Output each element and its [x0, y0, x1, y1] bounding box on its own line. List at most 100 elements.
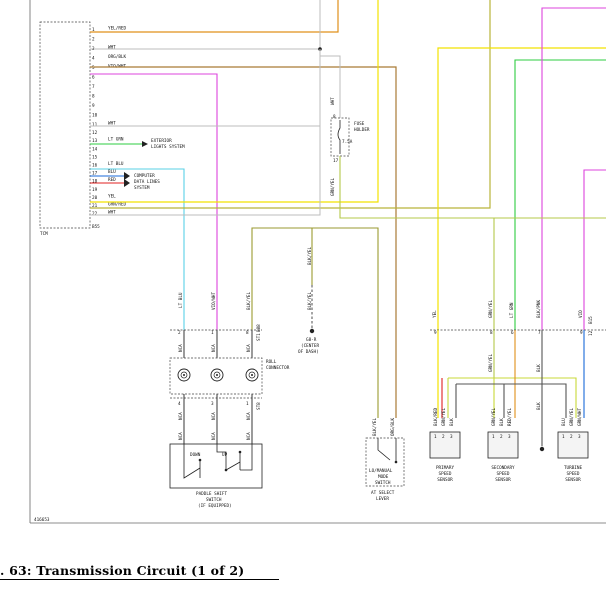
fuse-rating: 7.5A [342, 139, 353, 145]
harness-label-blk-1: BLK [536, 364, 542, 372]
sensor-pin-4: 7 [538, 330, 541, 336]
switch-nca-1: NCA [178, 432, 184, 440]
roll-coil-2 [210, 368, 224, 382]
fuse-element [337, 120, 341, 154]
sensor-3-wire-1: BLU [561, 418, 567, 426]
fuse-label-1: FUSE [354, 121, 365, 127]
roll-nca-bot-2: NCA [211, 412, 217, 420]
sensor-2-label-1: SECONDARY [491, 465, 515, 471]
sensor-top-wire-5: VIO [578, 310, 584, 318]
tcm-pin-20: 20 [92, 195, 98, 201]
sensor-3-label-2: SPEED [567, 471, 580, 477]
paddle-contact-3 [238, 450, 242, 454]
tcm-pin-5: 5 [92, 65, 95, 71]
wire-right-yel [437, 47, 606, 330]
tcm-pin-7: 7 [92, 84, 95, 90]
paddle-label-1: PADDLE SHIFT [196, 491, 227, 497]
tcm-wire-label-4: ORG/BLK [108, 54, 127, 60]
harness-blk-bus [455, 383, 567, 418]
paddle-contact-2 [224, 468, 228, 472]
roll-nca-top-3: NCA [246, 344, 252, 352]
figure-id: 416653 [34, 517, 50, 523]
tcm-pin-1: 1 [92, 27, 95, 33]
speed-sensor-2 [487, 431, 519, 459]
computer-data-1: COMPUTER [134, 173, 155, 179]
wire-org-blk [90, 66, 397, 418]
roll-conn-top: B88 [256, 324, 262, 332]
sensor-1-wire-2: GRN/YEL [441, 407, 447, 426]
sensor-top-wire-4: BLK/PNK [536, 299, 542, 318]
tcm-wire-label-21: GRN/RED [108, 202, 127, 208]
harness-label-blk-2: BLK [536, 402, 542, 410]
sensor-3-pin-3: 3 [578, 434, 581, 440]
tcm-pin-21: 21 [92, 203, 98, 209]
sensor-1-label-3: SENSOR [437, 477, 453, 483]
roll-stubs-top [183, 330, 253, 358]
switch-nca-2: NCA [211, 432, 217, 440]
mode-contact-dot [394, 460, 398, 464]
roll-wire-2: VIO/WHT [211, 291, 217, 310]
roll-coil-3 [245, 368, 259, 382]
sensor-3-pin-2: 2 [570, 434, 573, 440]
fuse-label-2: HOLDER [354, 127, 370, 133]
computer-data-2: DATA LINES [134, 179, 160, 185]
sensor-3-pin-1: 1 [562, 434, 565, 440]
sensor-pin-2: 8 [490, 330, 493, 336]
roll-pin-bot-2: 3 [211, 401, 214, 407]
roll-nca-top-2: NCA [211, 344, 217, 352]
sensor-2-pin-3: 3 [508, 434, 511, 440]
wire-right-vio [541, 7, 606, 330]
arrow-data-lines [124, 172, 130, 180]
fuse-wire-bottom: GRN/YEL [330, 177, 336, 196]
wire-vio-wht [90, 73, 218, 330]
roll-conn-mid: ST1 [256, 333, 262, 341]
tcm-pin-18: 18 [92, 179, 98, 185]
roll-coil-1 [177, 368, 191, 382]
sensor-2-label-3: SENSOR [495, 477, 511, 483]
mode-switch-contact [377, 438, 397, 462]
mode-sub-1: AT SELECT [371, 490, 395, 496]
exterior-lights-2: LIGHTS SYSTEM [151, 144, 185, 150]
mode-label-1: LO/MANUAL [369, 468, 393, 474]
arrow-exterior-lights [142, 141, 148, 147]
roll-stubs-bot [183, 394, 253, 444]
tcm-pin-16: 16 [92, 163, 98, 169]
tcm-connector-label: B55 [92, 224, 100, 230]
figure-caption: . 63: Transmission Circuit (1 of 2) [0, 563, 245, 578]
paddle-switch-body [169, 443, 263, 489]
roll-pin-top-3: 8 [246, 330, 249, 336]
sensor-2-pin-1: 1 [492, 434, 495, 440]
tcm-wire-label-1: YEL/RED [108, 26, 127, 32]
sensor-ground-symbol [539, 446, 545, 452]
roll-pin-top-1: 2 [178, 330, 181, 336]
tcm-wire-label-13: LT GRN [108, 137, 124, 143]
tcm-pin-22: 22 [92, 211, 98, 217]
mode-label-2: MODE [378, 474, 389, 480]
wire-grn-yel-fuse [339, 156, 606, 219]
paddle-up: UP [222, 452, 228, 458]
tcm-wire-label-18: RED [108, 177, 116, 183]
sensor-2-wire-2: BLK [499, 418, 505, 426]
roll-pin-bot-3: 1 [246, 401, 249, 407]
speed-sensor-group: BLK/RED1GRN/YEL2BLK3PRIMARYSPEEDSENSORGR… [429, 407, 589, 483]
paddle-label-2: SWITCH [206, 497, 222, 503]
sensor-1-pin-1: 1 [434, 434, 437, 440]
tcm-pin-19: 19 [92, 187, 98, 193]
tcm-pin-2: 2 [92, 37, 95, 43]
roll-label-2: CONNECTOR [266, 365, 290, 371]
tcm-wire-label-22: WHT [108, 210, 116, 216]
caption-underline [0, 579, 279, 580]
wire-wht-11 [90, 49, 341, 127]
ground-wire-1: BLK/YEL [307, 246, 313, 265]
sensor-top-wire-3: LT GRN [509, 302, 515, 318]
tcm-wire-label-20: YEL [108, 193, 116, 199]
roll-nca-bot-1: NCA [178, 412, 184, 420]
roll-pin-bot-1: 4 [178, 401, 181, 407]
fuse-wire-top: WHT [330, 97, 336, 105]
roll-nca-top-1: NCA [178, 344, 184, 352]
tcm-pin-8: 8 [92, 94, 95, 100]
tcm-pin-10: 10 [92, 113, 98, 119]
tcm-pin-4: 4 [92, 56, 95, 62]
tcm-block [39, 21, 91, 229]
harness-grnyel-bus [447, 377, 577, 418]
